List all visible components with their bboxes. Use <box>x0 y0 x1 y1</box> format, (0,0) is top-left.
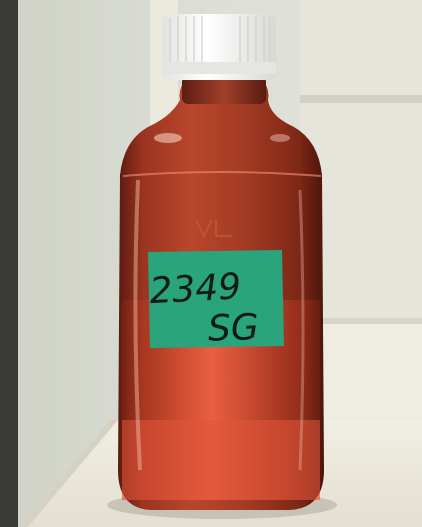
bottle-cap <box>162 14 276 80</box>
label-line-2: SG <box>207 307 259 350</box>
label-tape <box>148 250 284 348</box>
left-edge-shadow <box>0 0 18 527</box>
shoulder-highlight-right <box>270 134 290 142</box>
liquid-surface <box>122 171 322 177</box>
bottle-neck <box>182 76 266 104</box>
shoulder-highlight <box>154 133 182 143</box>
glass-highlight-left <box>133 179 142 471</box>
shelf-edge-lower <box>316 318 422 324</box>
cap-ridges <box>169 16 271 62</box>
bottle-label: 2349 SG <box>148 250 284 350</box>
glass-highlight-right <box>298 189 305 471</box>
counter-edge <box>18 420 118 527</box>
label-line-1: 2349 <box>148 266 242 312</box>
shelf-edge-upper <box>300 95 422 103</box>
liquid-bottom <box>122 420 320 500</box>
glass-emboss-mark <box>195 219 232 239</box>
cap-rim <box>162 62 276 74</box>
